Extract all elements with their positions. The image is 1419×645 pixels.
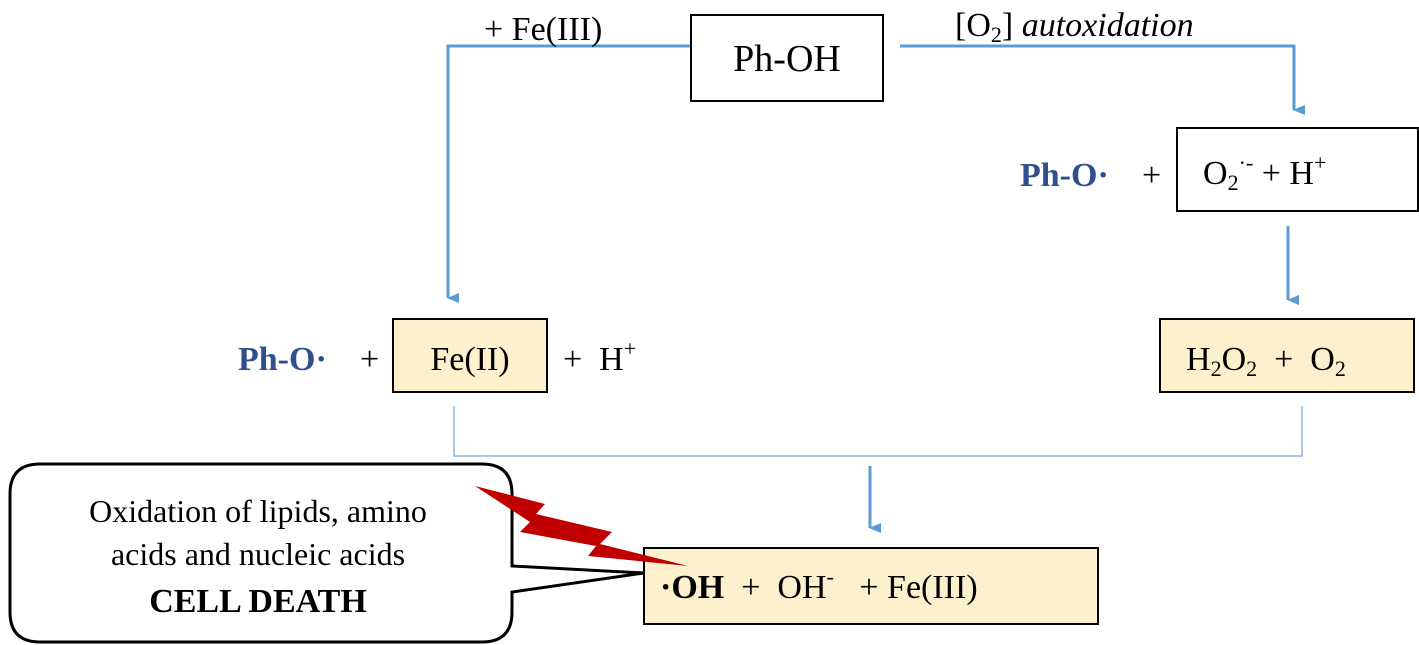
- phenol-label: Ph-OH: [733, 38, 841, 80]
- plus-left: +: [360, 341, 379, 378]
- ferrous-box: [392, 318, 548, 393]
- callout-cell-death: CELL DEATH: [149, 583, 367, 620]
- right-branch-arrow: [900, 44, 1305, 115]
- phenoxyl-radical-right: Ph-O·: [1020, 157, 1109, 194]
- superoxide-label: O2·- + H+: [1203, 150, 1326, 195]
- merge-line: [453, 406, 1303, 457]
- left-branch-arrow: [446, 44, 690, 303]
- plus-right: +: [1142, 157, 1161, 194]
- peroxide-box: [1159, 318, 1415, 393]
- callout-line-1: Oxidation of lipids, amino: [89, 493, 427, 529]
- lightning-bolt-icon: [475, 486, 688, 566]
- fenton-products-label: ·OH + OH- + Fe(III): [660, 564, 978, 606]
- autoxidation-label: [O2] autoxidation: [955, 7, 1194, 47]
- peroxide-label: H2O2 + O2: [1186, 341, 1346, 381]
- ferrous-label: Fe(II): [430, 341, 509, 378]
- proton-left: + H+: [563, 336, 636, 378]
- superoxide-box: [1176, 127, 1419, 212]
- fe3-addition-label: + Fe(III): [484, 11, 602, 48]
- phenol-box: [690, 14, 884, 102]
- callout-bubble: [8, 462, 645, 644]
- phenoxyl-radical-left: Ph-O·: [238, 341, 327, 378]
- hydroxyl-radical-box: [643, 547, 1099, 625]
- callout-line-2: acids and nucleic acids: [111, 536, 405, 572]
